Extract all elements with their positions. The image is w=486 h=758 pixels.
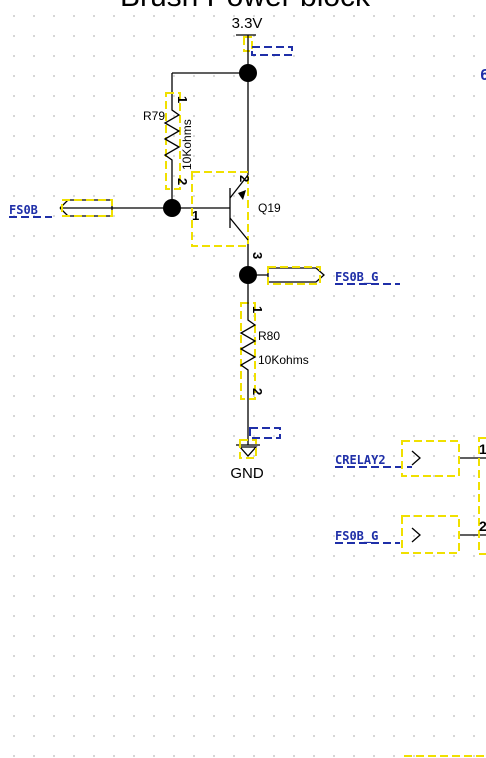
r80-pin2: 2 [250,388,265,395]
connector-partial[interactable]: 1 2 [478,437,486,555]
connector-pin-2: 2 [479,518,486,534]
r80-ref: R80 [258,329,280,343]
r80-value: 10Kohms [258,353,309,367]
net-port-fs0b[interactable]: FS0B [9,199,113,218]
resistor-r79[interactable]: R79 10Kohms 1 2 [143,92,194,190]
net-port-fs0b-g-out[interactable]: FS0B_G [267,266,400,285]
q19-ref: Q19 [258,201,281,215]
edge-label: 6 [480,66,486,84]
connector-pin-1: 1 [479,441,486,457]
ground-symbol[interactable]: GND [230,427,281,482]
junction-dot [239,266,257,284]
resistor-r80[interactable]: R80 10Kohms 1 2 [239,300,309,400]
power-port-3v3[interactable]: 3.3V [232,15,293,56]
r79-pin2: 2 [175,178,190,185]
net-port-fs0b-g-in[interactable]: FS0B_G [335,515,460,554]
crelay2-net-label: CRELAY2 [335,453,386,467]
r79-pin1: 1 [175,96,190,103]
sheet-title: Brush Power block [120,0,371,13]
q19-pin-bottom: 3 [250,252,265,259]
fs0b-g-in-net-label: FS0B_G [335,529,378,544]
transistor-q19[interactable]: Q19 1 2 3 [191,171,281,259]
fs0b-net-label: FS0B [9,203,38,217]
q19-pin-base: 1 [192,208,199,223]
emitter-arrow [238,190,246,200]
net-port-crelay2[interactable]: CRELAY2 [335,440,460,477]
power-label: 3.3V [232,15,263,32]
wires [60,35,486,536]
fs0b-g-net-label: FS0B_G [335,270,378,285]
r79-value: 10Kohms [180,119,194,170]
junction-dot [239,64,257,82]
junction-dot [163,199,181,217]
gnd-label: GND [230,465,264,482]
q19-pin-top: 2 [237,175,252,182]
r79-ref: R79 [143,109,165,123]
r80-pin1: 1 [250,306,265,313]
